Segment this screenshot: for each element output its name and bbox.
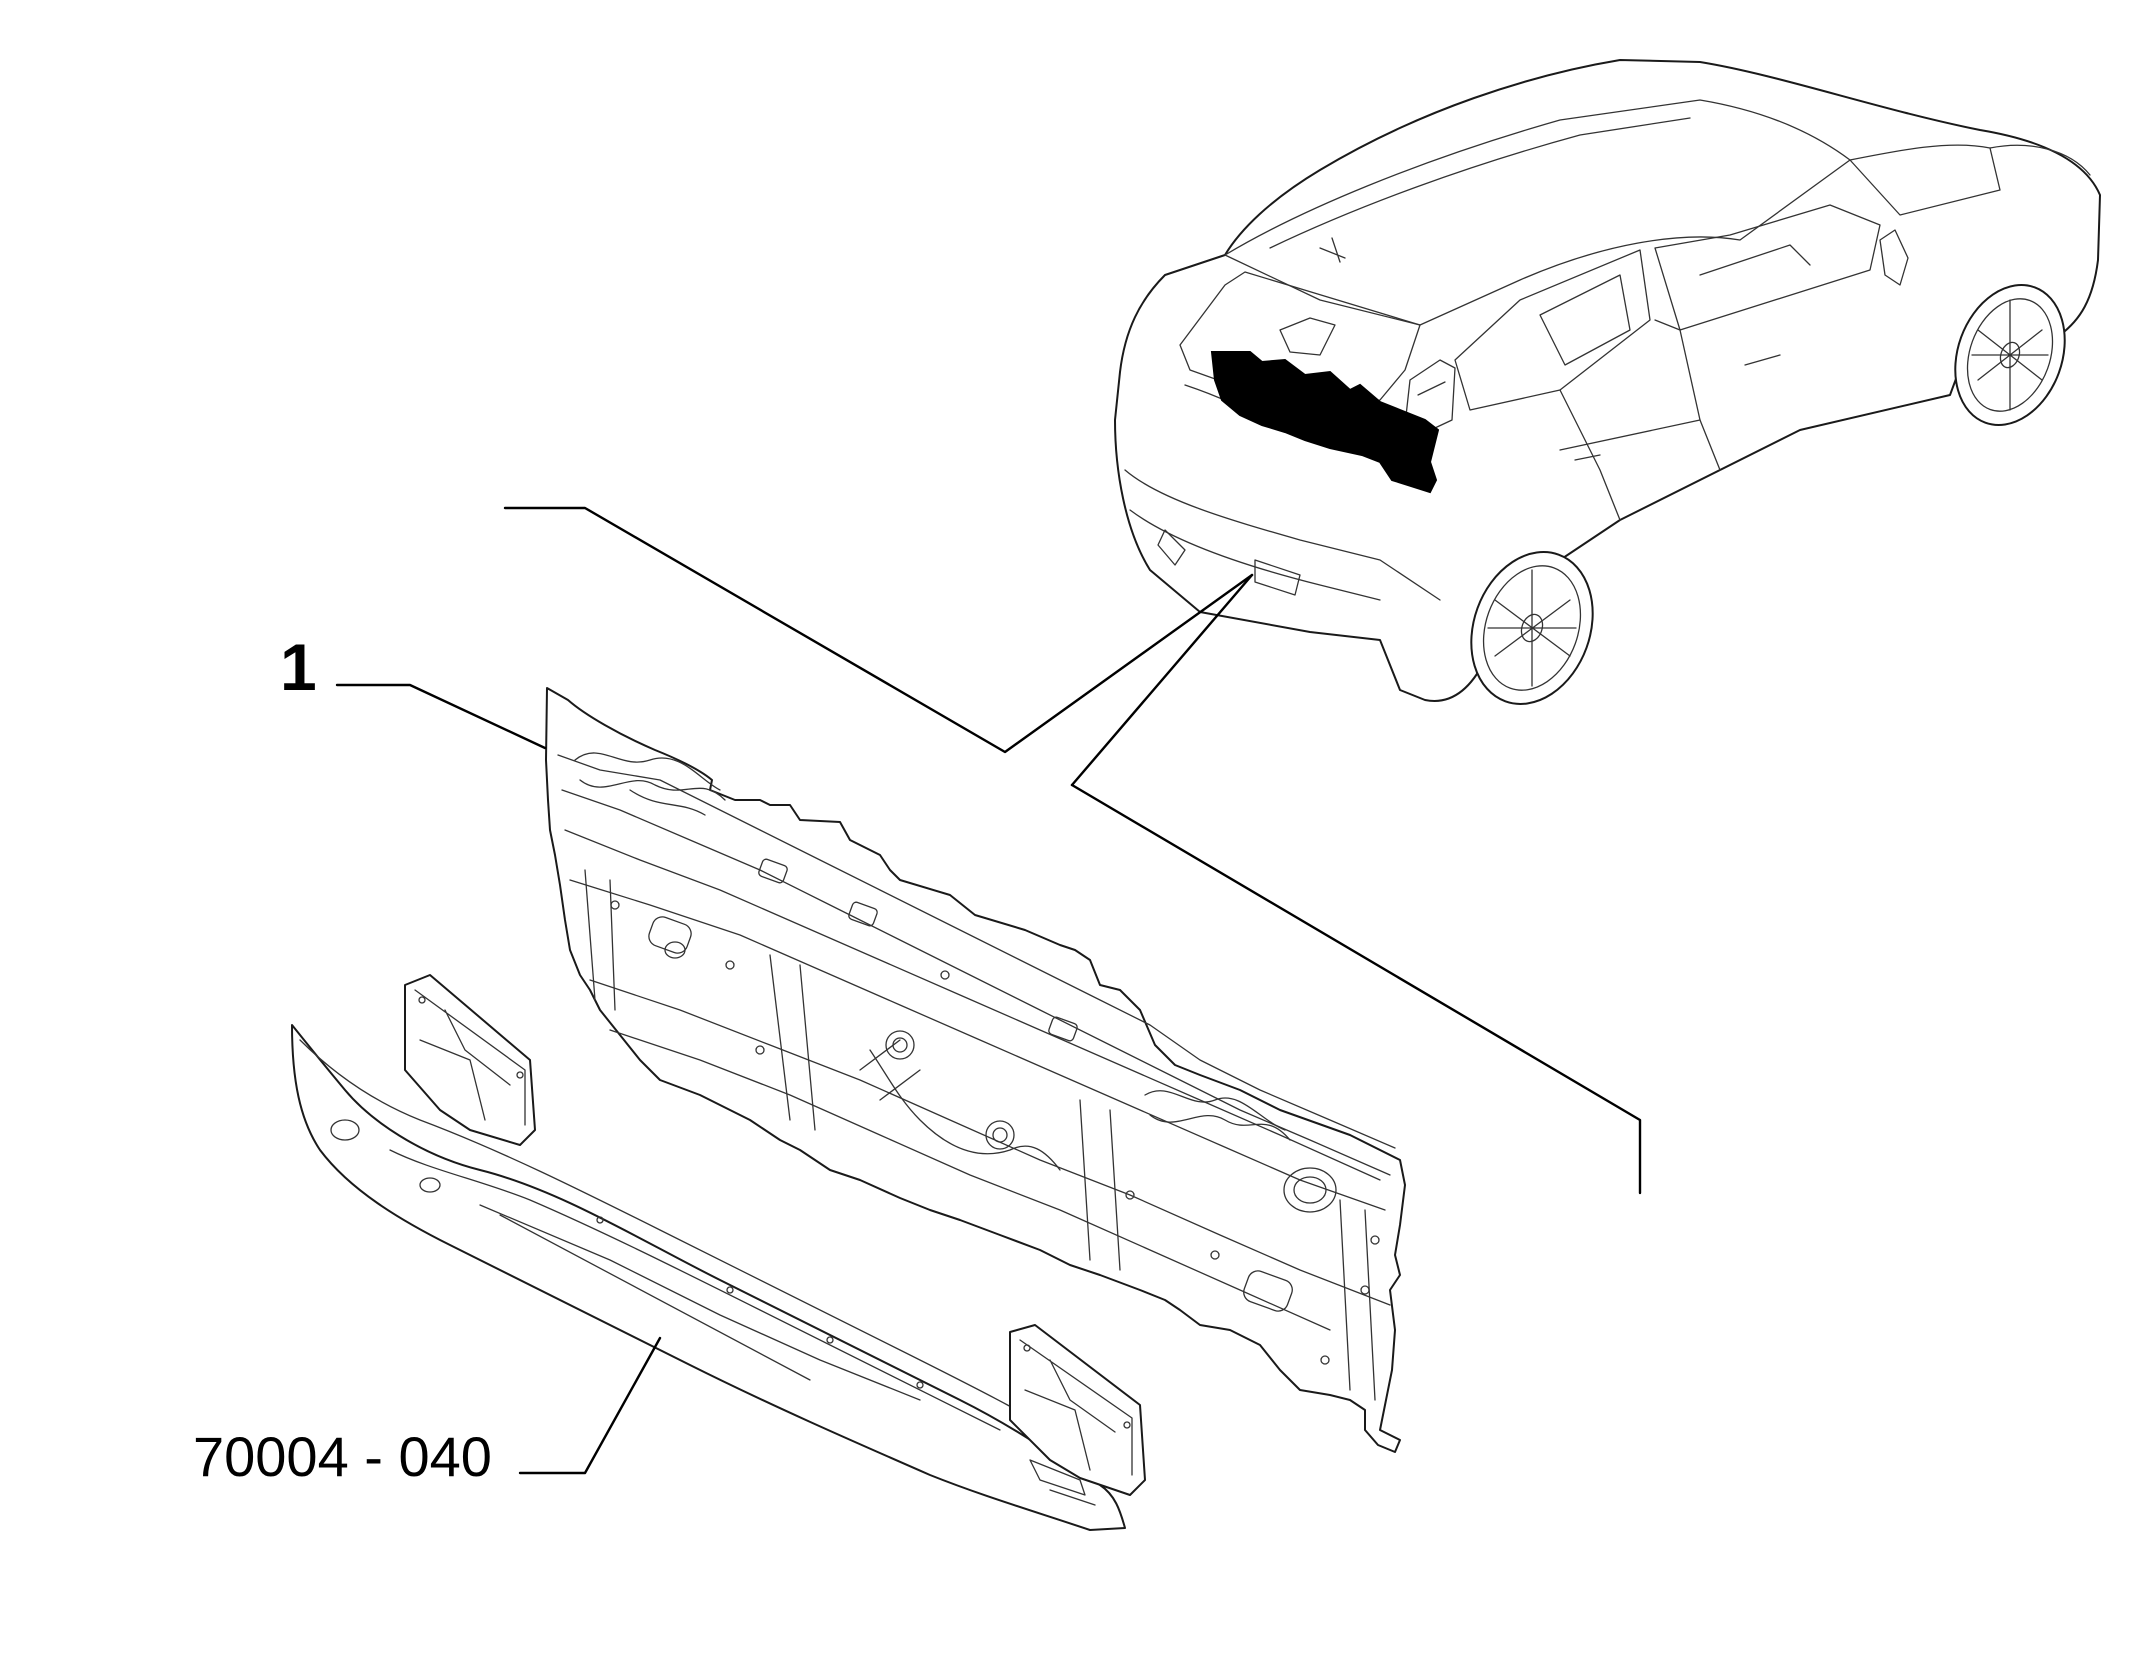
highlighted-rear-panel bbox=[1210, 351, 1440, 494]
panel-holes bbox=[610, 858, 1380, 1365]
part-1-leader bbox=[335, 683, 547, 750]
bracket-leader-top bbox=[503, 506, 1254, 754]
reference-code-label: 70004 - 040 bbox=[193, 1425, 492, 1488]
car-illustration bbox=[1114, 59, 2101, 705]
part-number-label: 1 bbox=[280, 630, 317, 704]
rear-panel-part bbox=[545, 687, 1406, 1453]
reference-code-leader bbox=[518, 1336, 662, 1475]
rear-wheel bbox=[1470, 551, 1594, 705]
bracket-leader-bottom bbox=[1070, 573, 1254, 787]
bumper-beam-part bbox=[291, 974, 1146, 1531]
bracket-leader-right bbox=[1070, 783, 1642, 1195]
front-wheel bbox=[1954, 284, 2066, 426]
leader-lines bbox=[335, 506, 1642, 1475]
